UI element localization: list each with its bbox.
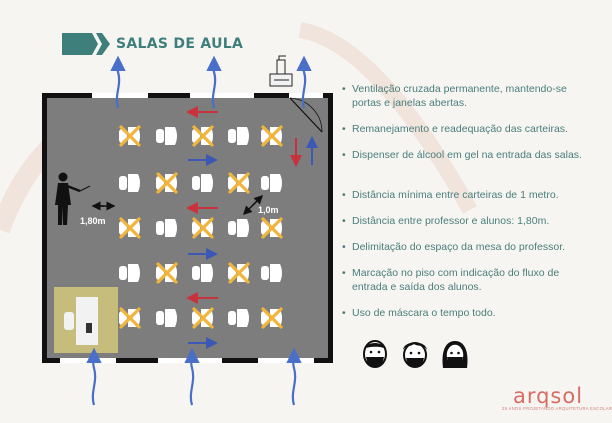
classroom-plan: 1,80m 1,0m <box>42 55 333 406</box>
blocked-cross <box>119 125 141 147</box>
list-item: •Ventilação cruzada permanente, mantendo… <box>342 83 567 109</box>
desk <box>119 264 140 282</box>
blocked-cross <box>119 307 141 329</box>
teacher-desk <box>64 297 98 345</box>
desk-blocked <box>119 125 141 147</box>
wall-top <box>42 93 333 98</box>
list-item: •Remanejamento e readequação das carteir… <box>342 123 568 135</box>
alcohol-dispenser-icon <box>269 55 293 87</box>
section-header: SALAS DE AULA <box>62 33 243 55</box>
blocked-cross <box>192 217 214 239</box>
door <box>289 93 323 133</box>
page-title: SALAS DE AULA <box>116 36 244 52</box>
desk-blocked <box>261 125 283 147</box>
brand-logo: arqsol 25 ANOS PROJETANDO ARQUITETURA ES… <box>502 384 612 411</box>
desk-blocked <box>228 172 250 194</box>
blocked-cross <box>156 262 178 284</box>
list-item: •Uso de máscara o tempo todo. <box>342 307 496 319</box>
desk <box>192 264 213 282</box>
windows-bottom <box>60 358 314 363</box>
distance-desk-arrow <box>242 194 264 216</box>
desk-blocked <box>119 217 141 239</box>
desk-blocked <box>261 307 283 329</box>
desk-blocked <box>192 125 214 147</box>
brand-name: arqsol <box>512 384 584 408</box>
face-mask-icon <box>403 342 427 368</box>
desk <box>156 127 177 145</box>
blocked-cross <box>119 217 141 239</box>
desk-blocked <box>192 217 214 239</box>
desk <box>228 219 249 237</box>
student-desks <box>119 125 283 329</box>
desk-blocked <box>261 217 283 239</box>
desk <box>261 174 282 192</box>
desk <box>156 309 177 327</box>
blocked-cross <box>261 307 283 329</box>
teacher-distance-label: 1,80m <box>80 216 106 226</box>
blocked-cross <box>228 172 250 194</box>
face-mask-icon <box>363 340 387 368</box>
flow-arrows <box>186 106 318 349</box>
wall-right <box>328 93 333 363</box>
blocked-cross <box>228 262 250 284</box>
blocked-cross <box>261 217 283 239</box>
desk-blocked <box>228 262 250 284</box>
desk <box>119 174 140 192</box>
list-item: •Delimitação do espaço da mesa do profes… <box>342 241 566 253</box>
desk-blocked <box>156 172 178 194</box>
desk <box>261 264 282 282</box>
desk <box>192 174 213 192</box>
desk <box>228 309 249 327</box>
desk-distance-label: 1,0m <box>258 205 279 215</box>
desk-blocked <box>119 307 141 329</box>
windows-top <box>92 93 254 98</box>
brand-tagline: 25 ANOS PROJETANDO ARQUITETURA ESCOLAR <box>502 406 612 411</box>
wall-left <box>42 93 47 363</box>
desk <box>156 219 177 237</box>
blocked-cross <box>156 172 178 194</box>
desk <box>228 127 249 145</box>
teacher-icon <box>55 172 91 225</box>
measures-list: •Ventilação cruzada permanente, mantendo… <box>342 82 587 326</box>
blocked-cross <box>192 307 214 329</box>
blocked-cross <box>261 125 283 147</box>
list-item: •Distância mínima entre carteiras de 1 m… <box>342 189 559 201</box>
chevron-right-icon <box>62 33 110 55</box>
list-item: •Dispenser de álcool em gel na entrada d… <box>342 149 582 161</box>
desk-blocked <box>192 307 214 329</box>
face-mask-icon <box>442 341 468 368</box>
mask-faces <box>360 338 470 370</box>
blocked-cross <box>192 125 214 147</box>
desk-blocked <box>156 262 178 284</box>
list-item: •Marcação no piso com indicação do fluxo… <box>342 267 560 293</box>
list-item: •Distância entre professor e alunos: 1,8… <box>342 215 550 227</box>
ventilation-arrow-icon <box>86 55 312 406</box>
